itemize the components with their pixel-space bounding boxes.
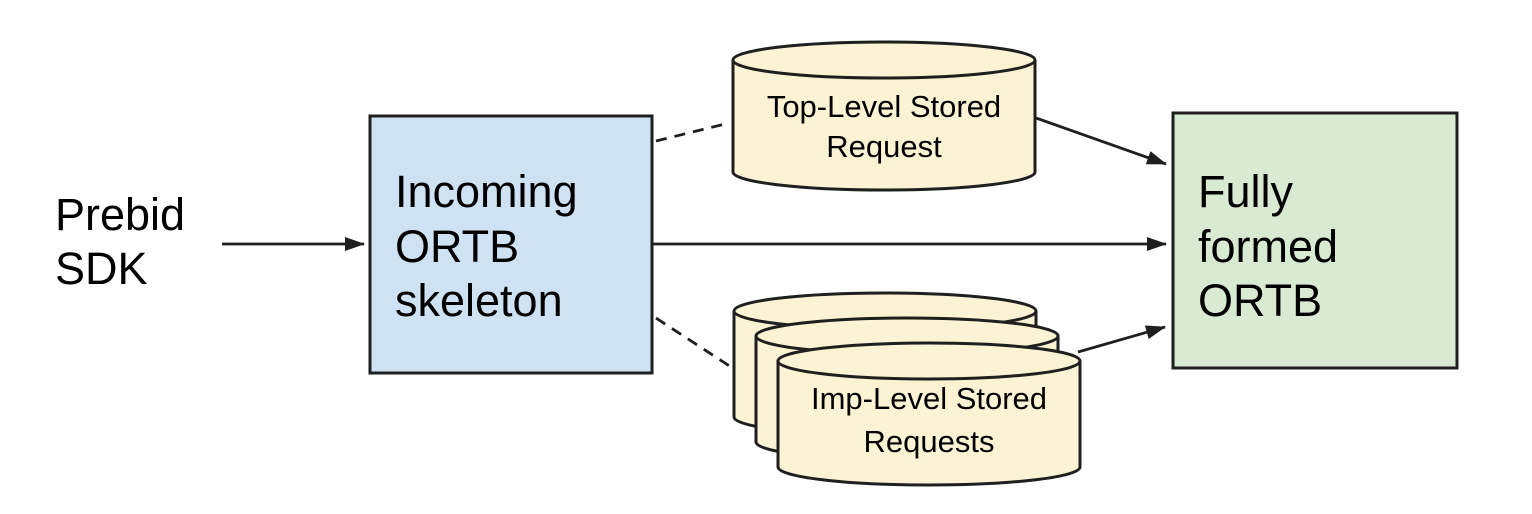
node-incoming-ortb-skeleton: Incoming ORTB skeleton xyxy=(368,114,654,375)
top-level-label-line2: Request xyxy=(826,129,942,164)
edge-incoming-to-imp-level-dashed xyxy=(655,316,732,369)
top-level-cylinder-body xyxy=(731,40,1037,192)
edge-incoming-to-top-level-dashed xyxy=(655,121,730,143)
fully-formed-label-line2: formed xyxy=(1198,221,1338,272)
node-top-level-stored-request: Top-Level Stored Request xyxy=(731,40,1037,192)
fully-formed-ortb-box xyxy=(1171,111,1459,370)
edge-top-level-to-fully-formed xyxy=(1035,116,1167,166)
imp-level-cylinder-front-lid-arc xyxy=(776,360,1082,381)
prebid-sdk-label-line2: SDK xyxy=(55,243,148,294)
incoming-ortb-label-line3: skeleton xyxy=(395,275,563,326)
imp-level-label-line2: Requests xyxy=(864,424,995,459)
fully-formed-label-line1: Fully xyxy=(1198,166,1294,217)
top-level-label-line1: Top-Level Stored xyxy=(767,89,1001,124)
edges xyxy=(222,116,1167,369)
prebid-sdk-label-line1: Prebid xyxy=(55,189,185,240)
incoming-ortb-label-line2: ORTB xyxy=(395,221,519,272)
edge-imp-level-to-fully-formed xyxy=(1077,325,1166,354)
node-imp-level-stored-requests: Imp-Level Stored Requests xyxy=(732,291,1082,487)
imp-level-label-line1: Imp-Level Stored xyxy=(811,381,1047,416)
node-prebid-sdk: Prebid SDK xyxy=(55,189,185,294)
incoming-ortb-box xyxy=(368,114,654,375)
node-fully-formed-ortb: Fully formed ORTB xyxy=(1171,111,1459,370)
incoming-ortb-label-line1: Incoming xyxy=(395,166,578,217)
top-level-cylinder-lid-arc xyxy=(731,59,1037,80)
fully-formed-label-line3: ORTB xyxy=(1198,275,1322,326)
imp-level-cylinder-front xyxy=(776,341,1082,487)
